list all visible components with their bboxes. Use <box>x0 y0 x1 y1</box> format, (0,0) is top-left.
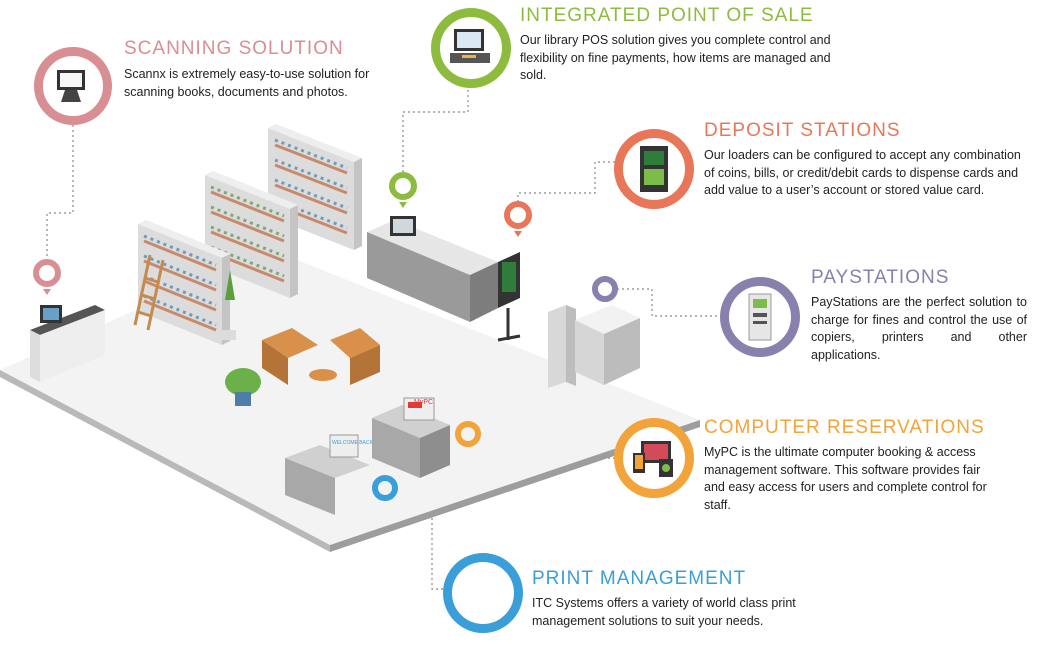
reservations-location-pin <box>455 421 481 447</box>
print-description: ITC Systems offers a variety of world cl… <box>532 596 796 628</box>
pos-title: INTEGRATED POINT OF SALE <box>520 5 814 26</box>
deposit-title: DEPOSIT STATIONS <box>704 120 901 141</box>
pos-description: Our library POS solution gives you compl… <box>520 33 831 82</box>
mypc-sign-label: MyPC <box>414 399 434 406</box>
ladder <box>133 254 165 331</box>
paystation-copier <box>548 305 640 388</box>
print-title: PRINT MANAGEMENT <box>532 568 747 589</box>
paystations-location-pin <box>592 276 618 302</box>
floor-edge-left <box>0 370 330 552</box>
paystations-title: PAYSTATIONS <box>811 267 950 288</box>
scanning-station <box>30 305 105 382</box>
pos-terminal-icon <box>450 29 490 63</box>
deposit-kiosk <box>497 252 521 342</box>
bookshelf-3 <box>138 220 230 345</box>
pos-icon-circle <box>431 8 511 88</box>
scanning-title: SCANNING SOLUTION <box>124 38 344 59</box>
print-location-pin <box>372 475 398 501</box>
computer-desks <box>285 397 450 515</box>
reservations-description: MyPC is the ultimate computer booking & … <box>704 445 987 512</box>
reservations-title: COMPUTER RESERVATIONS <box>704 417 985 438</box>
scanning-location-pin <box>33 259 61 295</box>
paystations-description: PayStations are the perfect solution to … <box>811 295 1027 362</box>
paystations-icon-circle <box>720 277 800 357</box>
plant-2 <box>222 270 236 340</box>
reservations-icon-circle <box>614 418 694 498</box>
scanning-description: Scannx is extremely easy-to-use solution… <box>124 67 370 99</box>
floor-edge-right <box>330 420 700 552</box>
pos-desk <box>367 216 498 322</box>
scanner-kiosk-icon <box>57 70 85 102</box>
plant-1 <box>225 368 261 406</box>
computer-devices-icon <box>633 441 673 477</box>
print-icon-circle <box>443 553 523 633</box>
deposit-description: Our loaders can be configured to accept … <box>704 148 1021 197</box>
deposit-station-icon <box>640 146 668 192</box>
welcome-sign-label: WELCOME BACK <box>332 440 373 446</box>
pos-location-pin <box>389 172 417 208</box>
paystation-icon <box>748 293 772 341</box>
lounge-seating <box>262 328 380 385</box>
scanning-icon-circle <box>34 47 112 125</box>
deposit-location-pin <box>504 201 532 237</box>
deposit-icon-circle <box>614 129 694 209</box>
